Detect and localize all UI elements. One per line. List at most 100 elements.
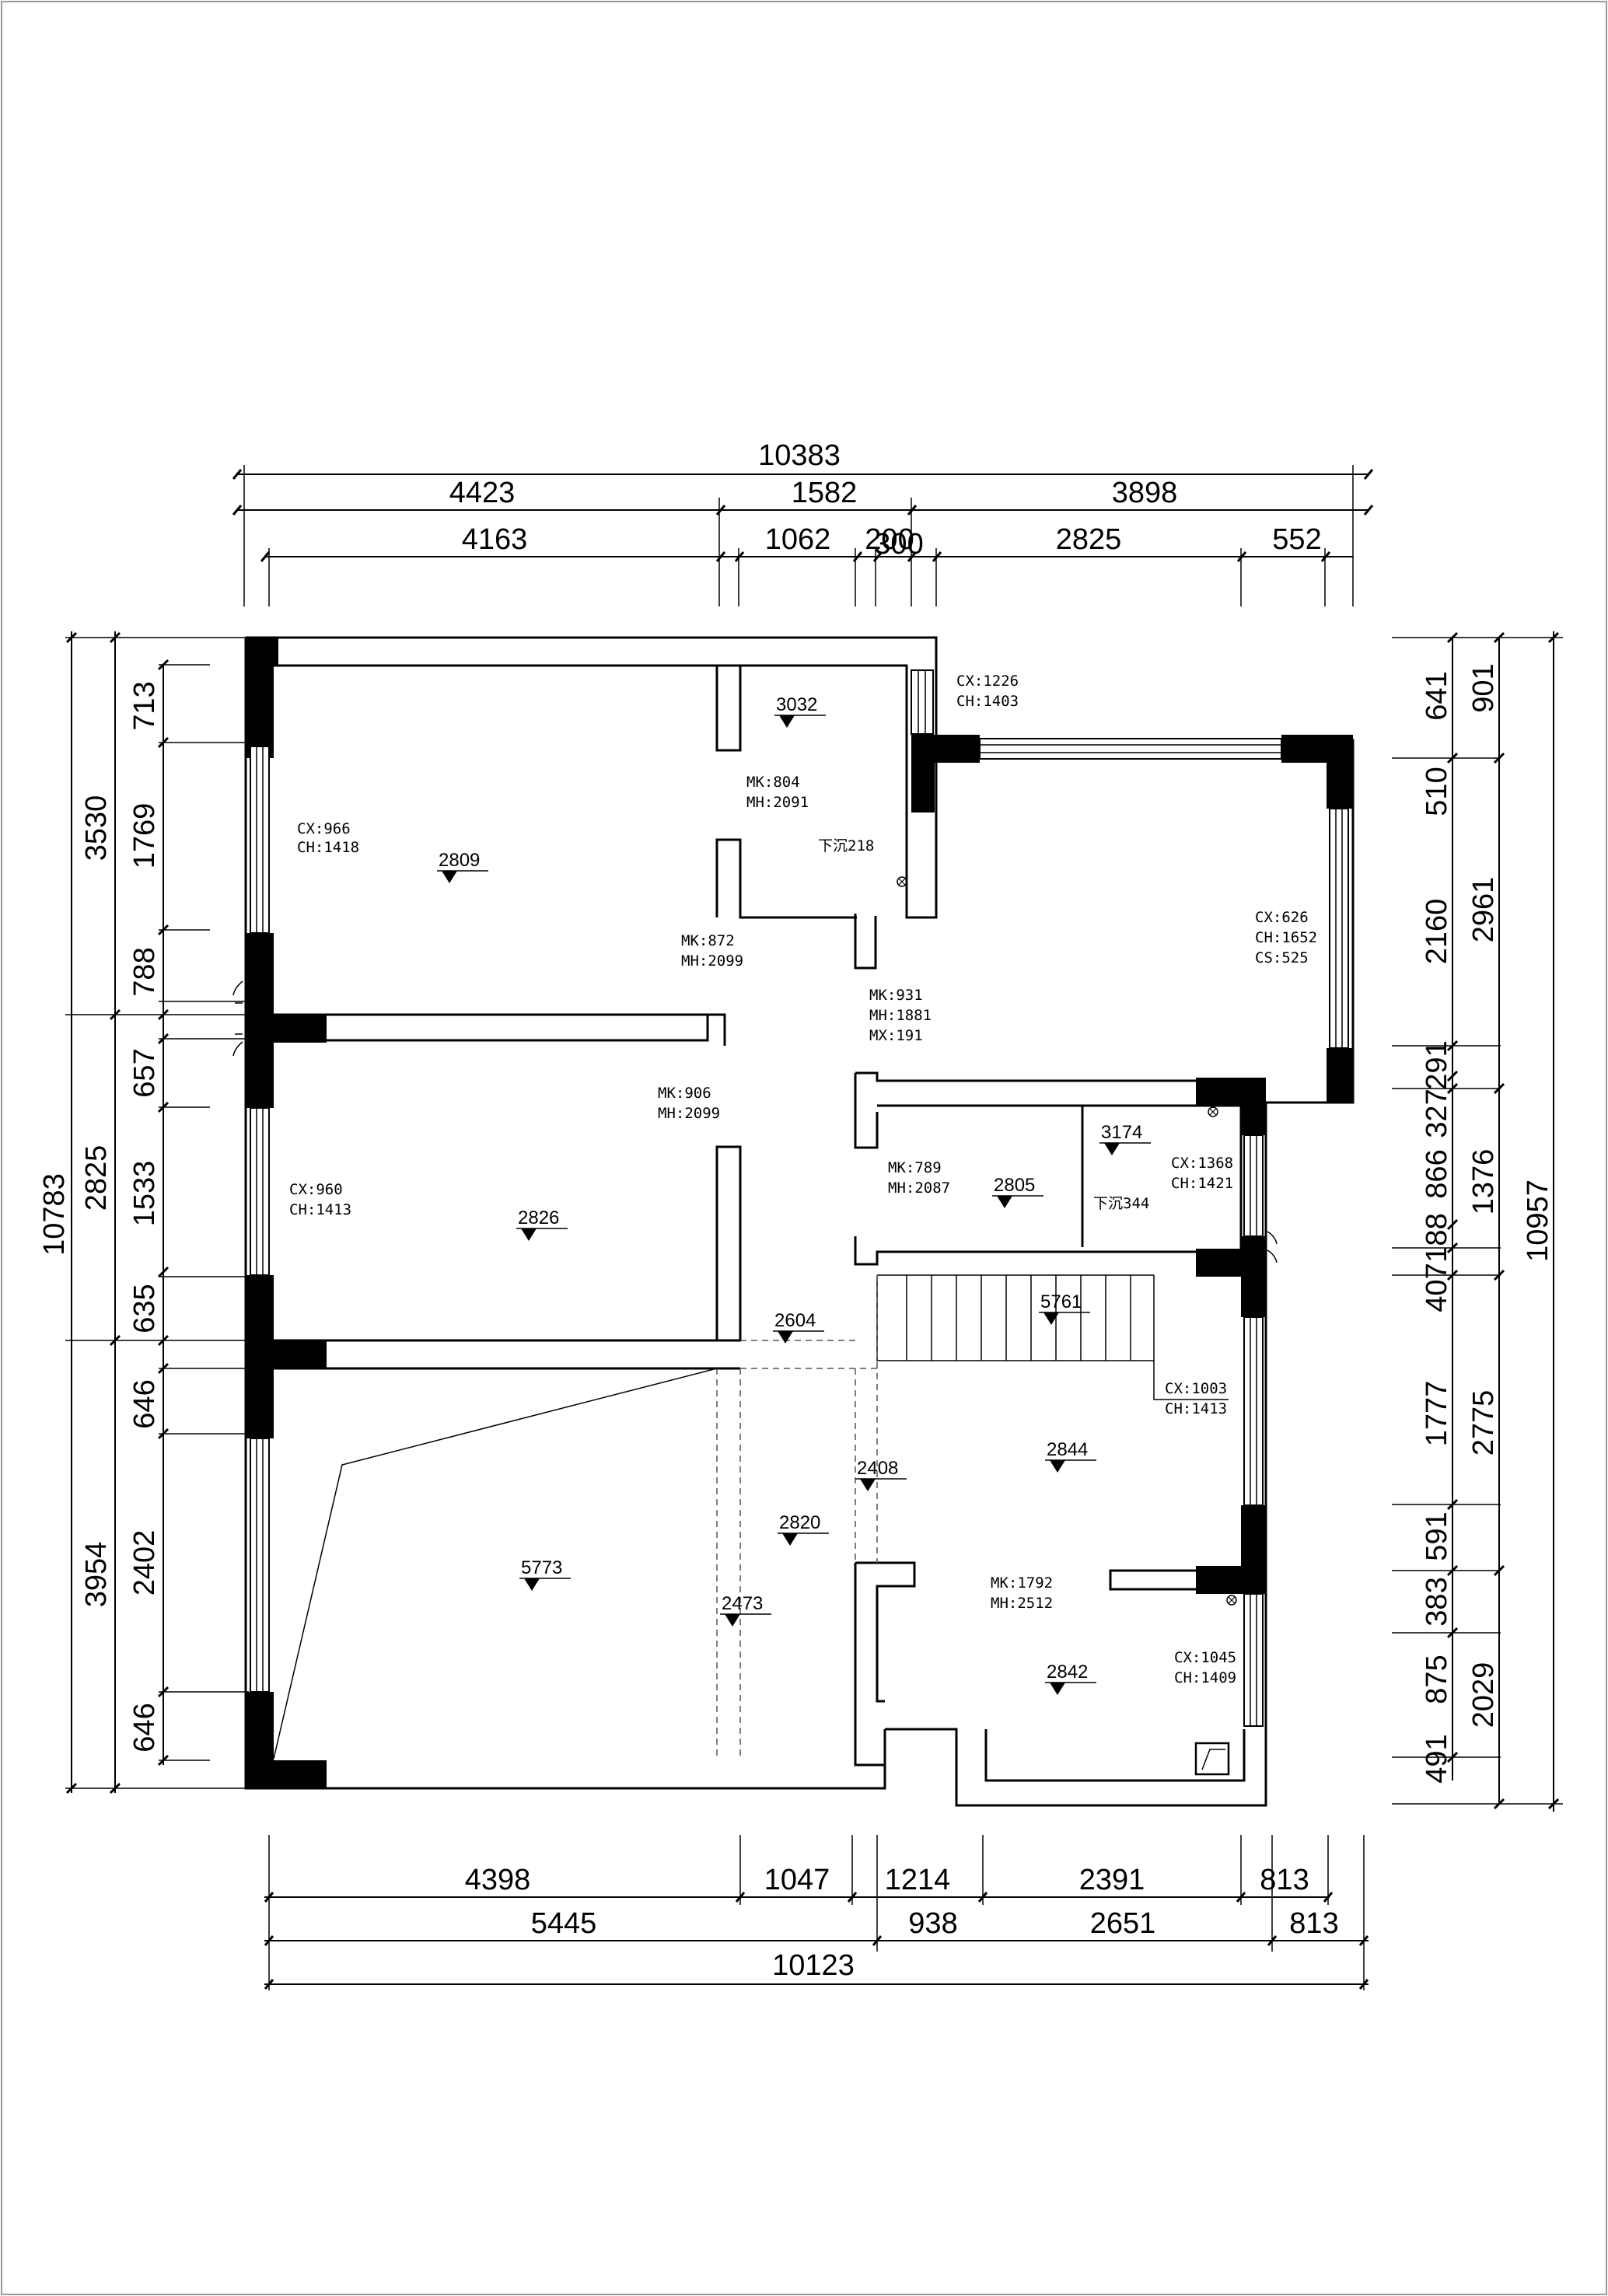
elev-3032: 3032 <box>774 694 826 728</box>
dim-top-3898: 3898 <box>1112 477 1178 509</box>
dim-bottom-1047: 1047 <box>764 1864 830 1896</box>
note-cx1226: CX:1226 <box>956 673 1019 690</box>
dim-top-overall: 10383 <box>758 439 841 472</box>
elev-2809: 2809 <box>437 850 488 883</box>
dim-top-4163: 4163 <box>462 523 528 556</box>
dim-right-491: 491 <box>1421 1734 1453 1783</box>
elev-2805: 2805 <box>992 1175 1043 1208</box>
note-ch1413b: CH:1413 <box>1165 1400 1227 1417</box>
dim-right-641: 641 <box>1421 671 1453 720</box>
note-ch1403: CH:1403 <box>956 693 1019 710</box>
walls <box>244 636 1355 1807</box>
note-ch1652: CH:1652 <box>1255 929 1317 946</box>
dim-left-1769: 1769 <box>128 803 161 869</box>
wall-blocks <box>246 638 1353 1788</box>
dim-top-1582: 1582 <box>792 477 858 509</box>
note-mk872: MK:872 <box>681 932 735 949</box>
bottom-dimensions: 4398 1047 1214 2391 813 5445 938 2651 81… <box>264 1835 1369 1990</box>
annotations: CX:1226 CH:1403 CX:966 CH:1418 MK:804 MH… <box>289 673 1317 1686</box>
fixtures <box>897 876 1237 1776</box>
elev-3174: 3174 <box>1099 1122 1151 1155</box>
dim-left-657: 657 <box>128 1048 161 1097</box>
dashed-lines <box>716 1275 878 1759</box>
dim-left-2825: 2825 <box>80 1145 113 1211</box>
svg-text:2809: 2809 <box>439 850 480 871</box>
dim-left-2402: 2402 <box>128 1530 161 1596</box>
svg-text:3032: 3032 <box>776 694 817 715</box>
dim-right-407: 407 <box>1421 1263 1453 1312</box>
note-mh2512: MH:2512 <box>991 1595 1053 1612</box>
note-mk906: MK:906 <box>658 1085 711 1102</box>
dim-left-overall: 10783 <box>38 1173 71 1256</box>
elevation-markers: 3032 2809 2826 2805 3174 5761 2604 2408 <box>437 694 1151 1695</box>
note-mk931: MK:931 <box>869 987 923 1004</box>
dim-bottom-1214: 1214 <box>885 1864 951 1896</box>
dim-left-1533: 1533 <box>128 1161 161 1227</box>
svg-text:5773: 5773 <box>521 1557 562 1578</box>
window-arcs <box>232 980 1278 1263</box>
svg-text:2820: 2820 <box>779 1512 820 1533</box>
dim-top-1062: 1062 <box>765 523 831 556</box>
note-cx1368: CX:1368 <box>1171 1155 1233 1172</box>
dim-right-2160: 2160 <box>1421 899 1453 965</box>
elev-5761: 5761 <box>1039 1291 1090 1325</box>
dim-left-713: 713 <box>128 681 161 730</box>
note-mk804: MK:804 <box>746 774 800 791</box>
note-cx626: CX:626 <box>1255 909 1309 926</box>
svg-text:2408: 2408 <box>857 1458 898 1479</box>
dim-right-1376: 1376 <box>1467 1149 1500 1215</box>
dim-left-646b: 646 <box>128 1703 161 1752</box>
dim-right-901: 901 <box>1467 663 1500 712</box>
top-dimensions: 10383 4423 1582 3898 4163 1062 200 300 2… <box>232 439 1374 606</box>
note-mh2099b: MH:2099 <box>658 1105 720 1122</box>
dim-right-291: 291 <box>1421 1040 1453 1089</box>
dim-left-646a: 646 <box>128 1379 161 1428</box>
elev-5773: 5773 <box>519 1557 571 1591</box>
svg-text:3174: 3174 <box>1101 1122 1142 1143</box>
elev-2844: 2844 <box>1045 1439 1096 1473</box>
dim-right-327: 327 <box>1421 1089 1453 1138</box>
svg-text:5761: 5761 <box>1040 1291 1082 1312</box>
dim-bottom-4398: 4398 <box>465 1864 531 1896</box>
note-mh2091: MH:2091 <box>746 794 809 811</box>
note-mk789: MK:789 <box>888 1159 942 1176</box>
note-mk1792: MK:1792 <box>991 1574 1053 1592</box>
dim-bottom-5445: 5445 <box>531 1907 597 1940</box>
note-ch1418: CH:1418 <box>297 839 359 856</box>
dim-bottom-813a: 813 <box>1260 1864 1309 1896</box>
windows <box>250 669 1349 1727</box>
dim-bottom-overall: 10123 <box>772 1949 855 1982</box>
svg-text:2842: 2842 <box>1047 1662 1088 1683</box>
dim-top-4423: 4423 <box>449 477 516 509</box>
dim-right-188: 188 <box>1421 1213 1453 1262</box>
svg-text:2805: 2805 <box>994 1175 1035 1196</box>
note-cx960: CX:960 <box>289 1181 343 1198</box>
svg-text:2473: 2473 <box>722 1593 763 1614</box>
note-ch1421: CH:1421 <box>1171 1175 1233 1192</box>
dim-right-2961: 2961 <box>1467 877 1500 943</box>
note-cx966: CX:966 <box>297 820 351 837</box>
dim-right-875: 875 <box>1421 1655 1453 1704</box>
left-dimensions: 10783 3530 2825 3954 713 1769 788 657 15… <box>38 631 249 1795</box>
elev-2820: 2820 <box>778 1512 829 1546</box>
note-cs525: CS:525 <box>1255 949 1309 966</box>
elev-2842: 2842 <box>1045 1662 1096 1695</box>
svg-text:2844: 2844 <box>1047 1439 1088 1460</box>
dim-left-635: 635 <box>128 1284 161 1333</box>
svg-text:2826: 2826 <box>518 1207 559 1228</box>
dim-left-3530: 3530 <box>80 795 113 861</box>
note-cx1003: CX:1003 <box>1165 1380 1227 1397</box>
dim-bottom-938: 938 <box>908 1907 957 1940</box>
dim-top-2825: 2825 <box>1056 523 1122 556</box>
elev-2408: 2408 <box>855 1458 907 1491</box>
dim-right-1777: 1777 <box>1421 1381 1453 1447</box>
svg-text:2604: 2604 <box>774 1310 816 1331</box>
dim-top-200: 200 <box>865 523 914 556</box>
note-mh2087: MH:2087 <box>888 1179 950 1197</box>
note-mx191: MX:191 <box>869 1027 923 1044</box>
note-xiachen218: 下沉218 <box>818 837 874 854</box>
note-mh1881: MH:1881 <box>869 1007 932 1024</box>
dim-right-510: 510 <box>1421 767 1453 816</box>
